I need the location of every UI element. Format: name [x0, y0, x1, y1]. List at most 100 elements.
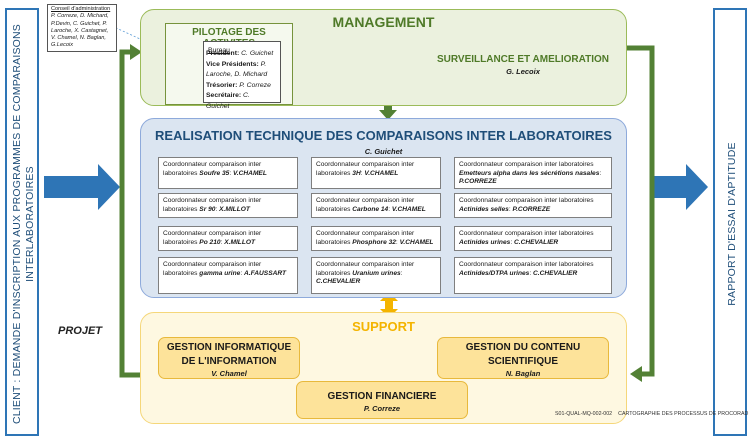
coordinator-name: A.FAUSSART — [244, 269, 287, 277]
coordinator-name: C.CHEVALIER — [533, 269, 578, 277]
support-zone: SUPPORT GESTION INFORMATIQUE DE L'INFORM… — [140, 312, 627, 424]
coordinator-role: Coordonnateur comparaison inter laborato… — [163, 261, 262, 277]
coordinator-colon: : — [599, 169, 602, 177]
footer-caption: S01-QUAL-MQ-002-002 CARTOGRAPHIE DES PRO… — [555, 411, 748, 417]
coordinator-subject: gamma urine — [199, 269, 241, 277]
coordinator-subject: Carbone 14 — [352, 205, 389, 213]
coordinator-name: C.CHEVALIER — [513, 238, 559, 246]
loop-left-arrow — [119, 49, 146, 378]
bureau-line-vice: Vice Présidents: P. Laroche, D. Michard — [206, 60, 268, 79]
coordinator-role: Coordonnateur comparaison inter laborato… — [163, 161, 262, 177]
coordinator-role: Coordonnateur comparaison inter laborato… — [459, 197, 594, 204]
gestion-contenu-box: GESTION DU CONTENU SCIENTIFIQUE N. Bagla… — [437, 337, 609, 379]
bureau-title: Bureau — [208, 47, 230, 54]
coordinator-colon: : — [508, 205, 513, 213]
coordinator-box: Coordonnateur comparaison inter laborato… — [454, 157, 612, 189]
surveillance-name: G. Lecoix — [506, 67, 540, 76]
coordinator-colon: : — [388, 205, 392, 213]
gestion-informatique-title: GESTION INFORMATIQUE DE L'INFORMATION — [166, 342, 292, 367]
surveillance-title: SURVEILLANCE ET AMELIORATION — [436, 54, 610, 65]
coordinator-box: Coordonnateur comparaison inter laborato… — [454, 193, 612, 218]
coordinator-role: Coordonnateur comparaison inter laborato… — [459, 261, 594, 268]
coordinator-box: Coordonnateur comparaison inter laborato… — [311, 257, 441, 294]
surveillance-block: SURVEILLANCE ET AMELIORATION G. Lecoix — [423, 54, 623, 76]
coordinator-role: Coordonnateur comparaison inter laborato… — [459, 161, 594, 168]
coordinator-colon: : — [360, 169, 365, 177]
client-request-label: CLIENT : DEMANDE D'INSCRIPTION AUX PROGR… — [11, 23, 36, 425]
gestion-informatique-name: V. Chamel — [211, 369, 247, 378]
coordinator-name: P.CORREZE — [512, 205, 551, 213]
coordinator-name: V.CHAMEL — [391, 205, 426, 213]
coordinator-role: Coordonnateur comparaison inter laborato… — [163, 197, 262, 213]
coordinator-box: Coordonnateur comparaison inter laborato… — [158, 257, 298, 294]
real-support-double-arrow — [380, 292, 398, 318]
bureau-line-president: Président: C. Guichet — [206, 50, 274, 57]
conseil-box: Conseil d'administration P. Correze, D. … — [47, 4, 117, 52]
coordinator-subject: Emetteurs alpha dans les sécrétions nasa… — [459, 169, 600, 177]
bureau-lines: Président: C. Guichet Vice Présidents: P… — [202, 49, 278, 110]
realisation-zone: REALISATION TECHNIQUE DES COMPARAISONS I… — [140, 118, 627, 298]
support-title: SUPPORT — [352, 319, 415, 334]
coordinator-name: V.CHAMEL — [233, 169, 267, 177]
coordinator-role: Coordonnateur comparaison inter laborato… — [316, 230, 415, 246]
coordinator-subject: Sr 90 — [199, 205, 216, 213]
coordinator-colon: : — [400, 269, 403, 277]
coordinator-name: P.CORREZE — [459, 178, 497, 185]
footer-ref: S01-QUAL-MQ-002-002 — [555, 411, 613, 417]
coordinator-colon: : — [240, 269, 245, 277]
coordinator-name: X.MILLOT — [219, 205, 250, 213]
coordinator-role: Coordonnateur comparaison inter laborato… — [316, 197, 415, 213]
coordinator-box: Coordonnateur comparaison inter laborato… — [158, 193, 298, 218]
coordinator-subject: Po 210 — [199, 238, 221, 246]
conseil-members: P. Correze, D. Michard, P.Devin, C. Guic… — [51, 13, 109, 49]
projet-label: PROJET — [58, 325, 103, 337]
gestion-contenu-name: N. Baglan — [505, 369, 541, 378]
coordinator-subject: Soufre 35 — [199, 169, 230, 177]
coordinator-box: Coordonnateur comparaison inter laborato… — [158, 157, 298, 189]
client-request-box: CLIENT : DEMANDE D'INSCRIPTION AUX PROGR… — [5, 8, 39, 436]
coordinator-colon: : — [220, 238, 225, 246]
coordinator-subject: Actinides selles — [459, 205, 509, 213]
input-arrow — [44, 164, 120, 210]
coordinator-subject: Actinides/DTPA urines — [459, 269, 530, 277]
coordinator-role: Coordonnateur comparaison inter laborato… — [316, 261, 415, 277]
loop-right-arrow — [626, 45, 655, 377]
coordinator-name: V.CHAMEL — [399, 238, 434, 246]
coordinator-subject: Actinides urines — [459, 238, 511, 246]
bureau-line-secretaire: Secrétaire: C. Guichet — [206, 92, 250, 110]
realisation-lead: C. Guichet — [364, 147, 403, 156]
coordinator-box: Coordonnateur comparaison inter laborato… — [158, 226, 298, 251]
coordinator-colon: : — [229, 169, 234, 177]
gestion-financiere-title: GESTION FINANCIERE — [327, 391, 437, 402]
coordinator-colon: : — [215, 205, 220, 213]
report-box: RAPPORT D'ESSAI D'APTITUDE — [713, 8, 747, 436]
gestion-contenu-title: GESTION DU CONTENU SCIENTIFIQUE — [465, 342, 581, 367]
coordinator-subject: 3H — [352, 169, 361, 177]
coordinator-role: Coordonnateur comparaison inter laborato… — [163, 230, 262, 246]
output-arrow — [652, 164, 708, 210]
gestion-financiere-box: GESTION FINANCIERE P. Correze — [296, 381, 468, 419]
coordinator-role: Coordonnateur comparaison inter laborato… — [316, 161, 415, 177]
coordinator-name: C.CHEVALIER — [316, 278, 361, 285]
pilotage-box: PILOTAGE DES ACTIVITES Bureau — [165, 23, 293, 105]
coordinator-subject: Uranium urines — [352, 269, 401, 277]
coordinator-box: Coordonnateur comparaison inter laborato… — [311, 193, 441, 218]
coordinator-role: Coordonnateur comparaison inter laborato… — [459, 230, 594, 237]
coordinator-colon: : — [395, 238, 400, 246]
coordinator-box: Coordonnateur comparaison inter laborato… — [311, 157, 441, 189]
coordinator-subject: Phosphore 32 — [352, 238, 396, 246]
gestion-financiere-name: P. Correze — [363, 404, 401, 413]
coordinator-name: V.CHAMEL — [364, 169, 399, 177]
management-title: MANAGEMENT — [332, 14, 435, 30]
coordinator-box: Coordonnateur comparaison inter laborato… — [454, 257, 612, 294]
report-label: RAPPORT D'ESSAI D'APTITUDE — [726, 142, 738, 306]
coordinator-colon: : — [529, 269, 534, 277]
realisation-title: REALISATION TECHNIQUE DES COMPARAISONS I… — [155, 128, 612, 143]
coordinator-name: X.MILLOT — [224, 238, 256, 246]
bureau-line-tresorier: Trésorier: P. Correze — [206, 81, 271, 89]
coordinator-box: Coordonnateur comparaison inter laborato… — [454, 226, 612, 251]
coordinator-box: Coordonnateur comparaison inter laborato… — [311, 226, 441, 251]
coordinator-colon: : — [510, 238, 514, 246]
gestion-informatique-box: GESTION INFORMATIQUE DE L'INFORMATION V.… — [158, 337, 300, 379]
